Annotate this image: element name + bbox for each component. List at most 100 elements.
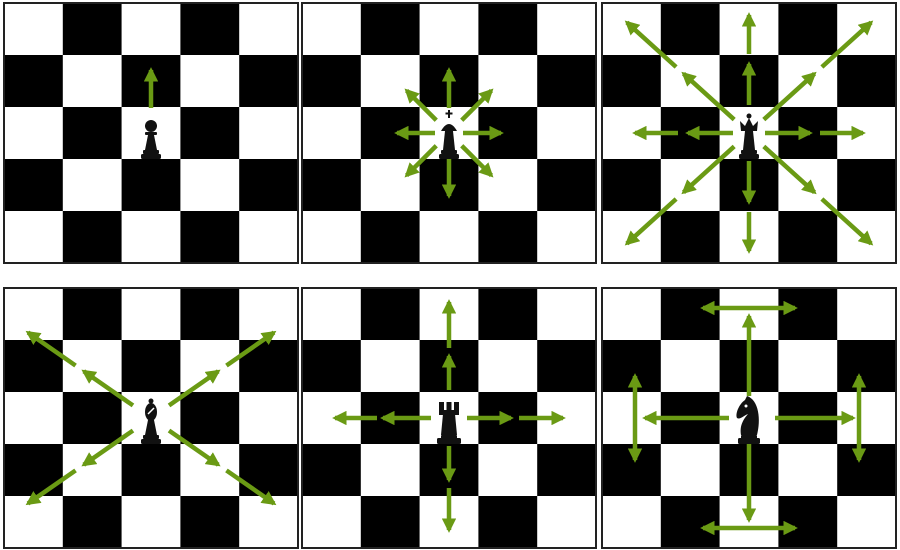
light-square: [419, 211, 479, 264]
light-square: [537, 3, 597, 56]
dark-square: [360, 211, 420, 264]
bishop-icon: [141, 398, 161, 444]
light-square: [660, 444, 720, 497]
dark-square: [478, 3, 538, 56]
board-pawn: [3, 2, 299, 264]
dark-square: [302, 444, 362, 497]
dark-square: [537, 159, 597, 212]
dark-square: [302, 340, 362, 393]
light-square: [121, 211, 181, 264]
light-square: [360, 444, 420, 497]
dark-square: [62, 211, 122, 264]
light-square: [478, 444, 538, 497]
move-arrow-down-left-far: [624, 197, 678, 246]
light-square: [837, 496, 897, 549]
move-arrow-up-left-near: [681, 71, 736, 122]
light-square: [478, 55, 538, 108]
dark-square: [239, 159, 299, 212]
dark-square: [778, 288, 838, 341]
light-square: [62, 444, 122, 497]
board-border: [301, 2, 597, 264]
boards-layer: [3, 2, 897, 549]
light-square: [62, 340, 122, 393]
light-square: [302, 496, 362, 549]
move-arrow-up-left-near: [81, 369, 135, 408]
board-king: [301, 2, 597, 264]
move-arrow-down-left-far: [25, 468, 77, 506]
board-border: [3, 287, 299, 549]
dark-square: [837, 340, 897, 393]
dark-square: [778, 211, 838, 264]
move-arrow-down-right: [460, 144, 494, 178]
dark-square: [602, 444, 662, 497]
light-square: [4, 288, 64, 341]
light-square: [121, 288, 181, 341]
dark-square: [180, 107, 240, 160]
light-square: [239, 288, 299, 341]
move-arrow-up-right-near: [167, 369, 221, 408]
king-icon: [439, 110, 459, 159]
move-arrows-one-square-any-direction: [394, 67, 504, 199]
light-square: [62, 159, 122, 212]
move-arrow-up-right: [460, 88, 494, 122]
light-square: [180, 55, 240, 108]
light-square: [4, 3, 64, 56]
light-square: [360, 159, 420, 212]
move-arrows-l-shape: [627, 300, 867, 536]
dark-square: [837, 159, 897, 212]
queen-icon: [739, 113, 759, 159]
dark-square: [302, 159, 362, 212]
move-arrow-up-right-near: [762, 71, 817, 122]
rook-icon: [437, 402, 461, 444]
board-border: [601, 287, 897, 549]
light-square: [4, 392, 64, 445]
light-square: [778, 340, 838, 393]
light-square: [837, 288, 897, 341]
move-arrow-up-right-far: [225, 330, 277, 368]
board-rook: [301, 287, 597, 549]
move-arrow-up-left-far: [25, 330, 77, 368]
dark-square: [837, 444, 897, 497]
dark-square: [62, 107, 122, 160]
dark-square: [537, 444, 597, 497]
move-arrows-any-distance-any-direction: [624, 12, 874, 254]
light-square: [239, 107, 299, 160]
light-square: [537, 288, 597, 341]
board-border: [301, 287, 597, 549]
dark-square: [180, 496, 240, 549]
light-square: [239, 3, 299, 56]
light-square: [180, 159, 240, 212]
dark-square: [4, 340, 64, 393]
board-bishop: [3, 287, 299, 549]
move-arrow-down-right-far: [820, 197, 874, 246]
dark-square: [180, 392, 240, 445]
dark-square: [360, 288, 420, 341]
dark-square: [180, 288, 240, 341]
light-square: [660, 340, 720, 393]
light-square: [537, 496, 597, 549]
dark-square: [778, 496, 838, 549]
light-square: [602, 288, 662, 341]
dark-square: [478, 496, 538, 549]
dark-square: [537, 340, 597, 393]
light-square: [302, 211, 362, 264]
dark-square: [121, 444, 181, 497]
dark-square: [62, 3, 122, 56]
light-square: [419, 3, 479, 56]
move-arrow-down-right-near: [167, 428, 221, 467]
light-square: [302, 107, 362, 160]
dark-square: [121, 340, 181, 393]
dark-square: [537, 55, 597, 108]
dark-square: [602, 55, 662, 108]
dark-square: [660, 496, 720, 549]
light-square: [4, 496, 64, 549]
dark-square: [4, 55, 64, 108]
pawn-icon: [141, 120, 161, 159]
dark-square: [360, 496, 420, 549]
light-square: [180, 444, 240, 497]
board-queen: [601, 2, 897, 264]
dark-square: [62, 496, 122, 549]
light-square: [180, 340, 240, 393]
light-square: [239, 496, 299, 549]
